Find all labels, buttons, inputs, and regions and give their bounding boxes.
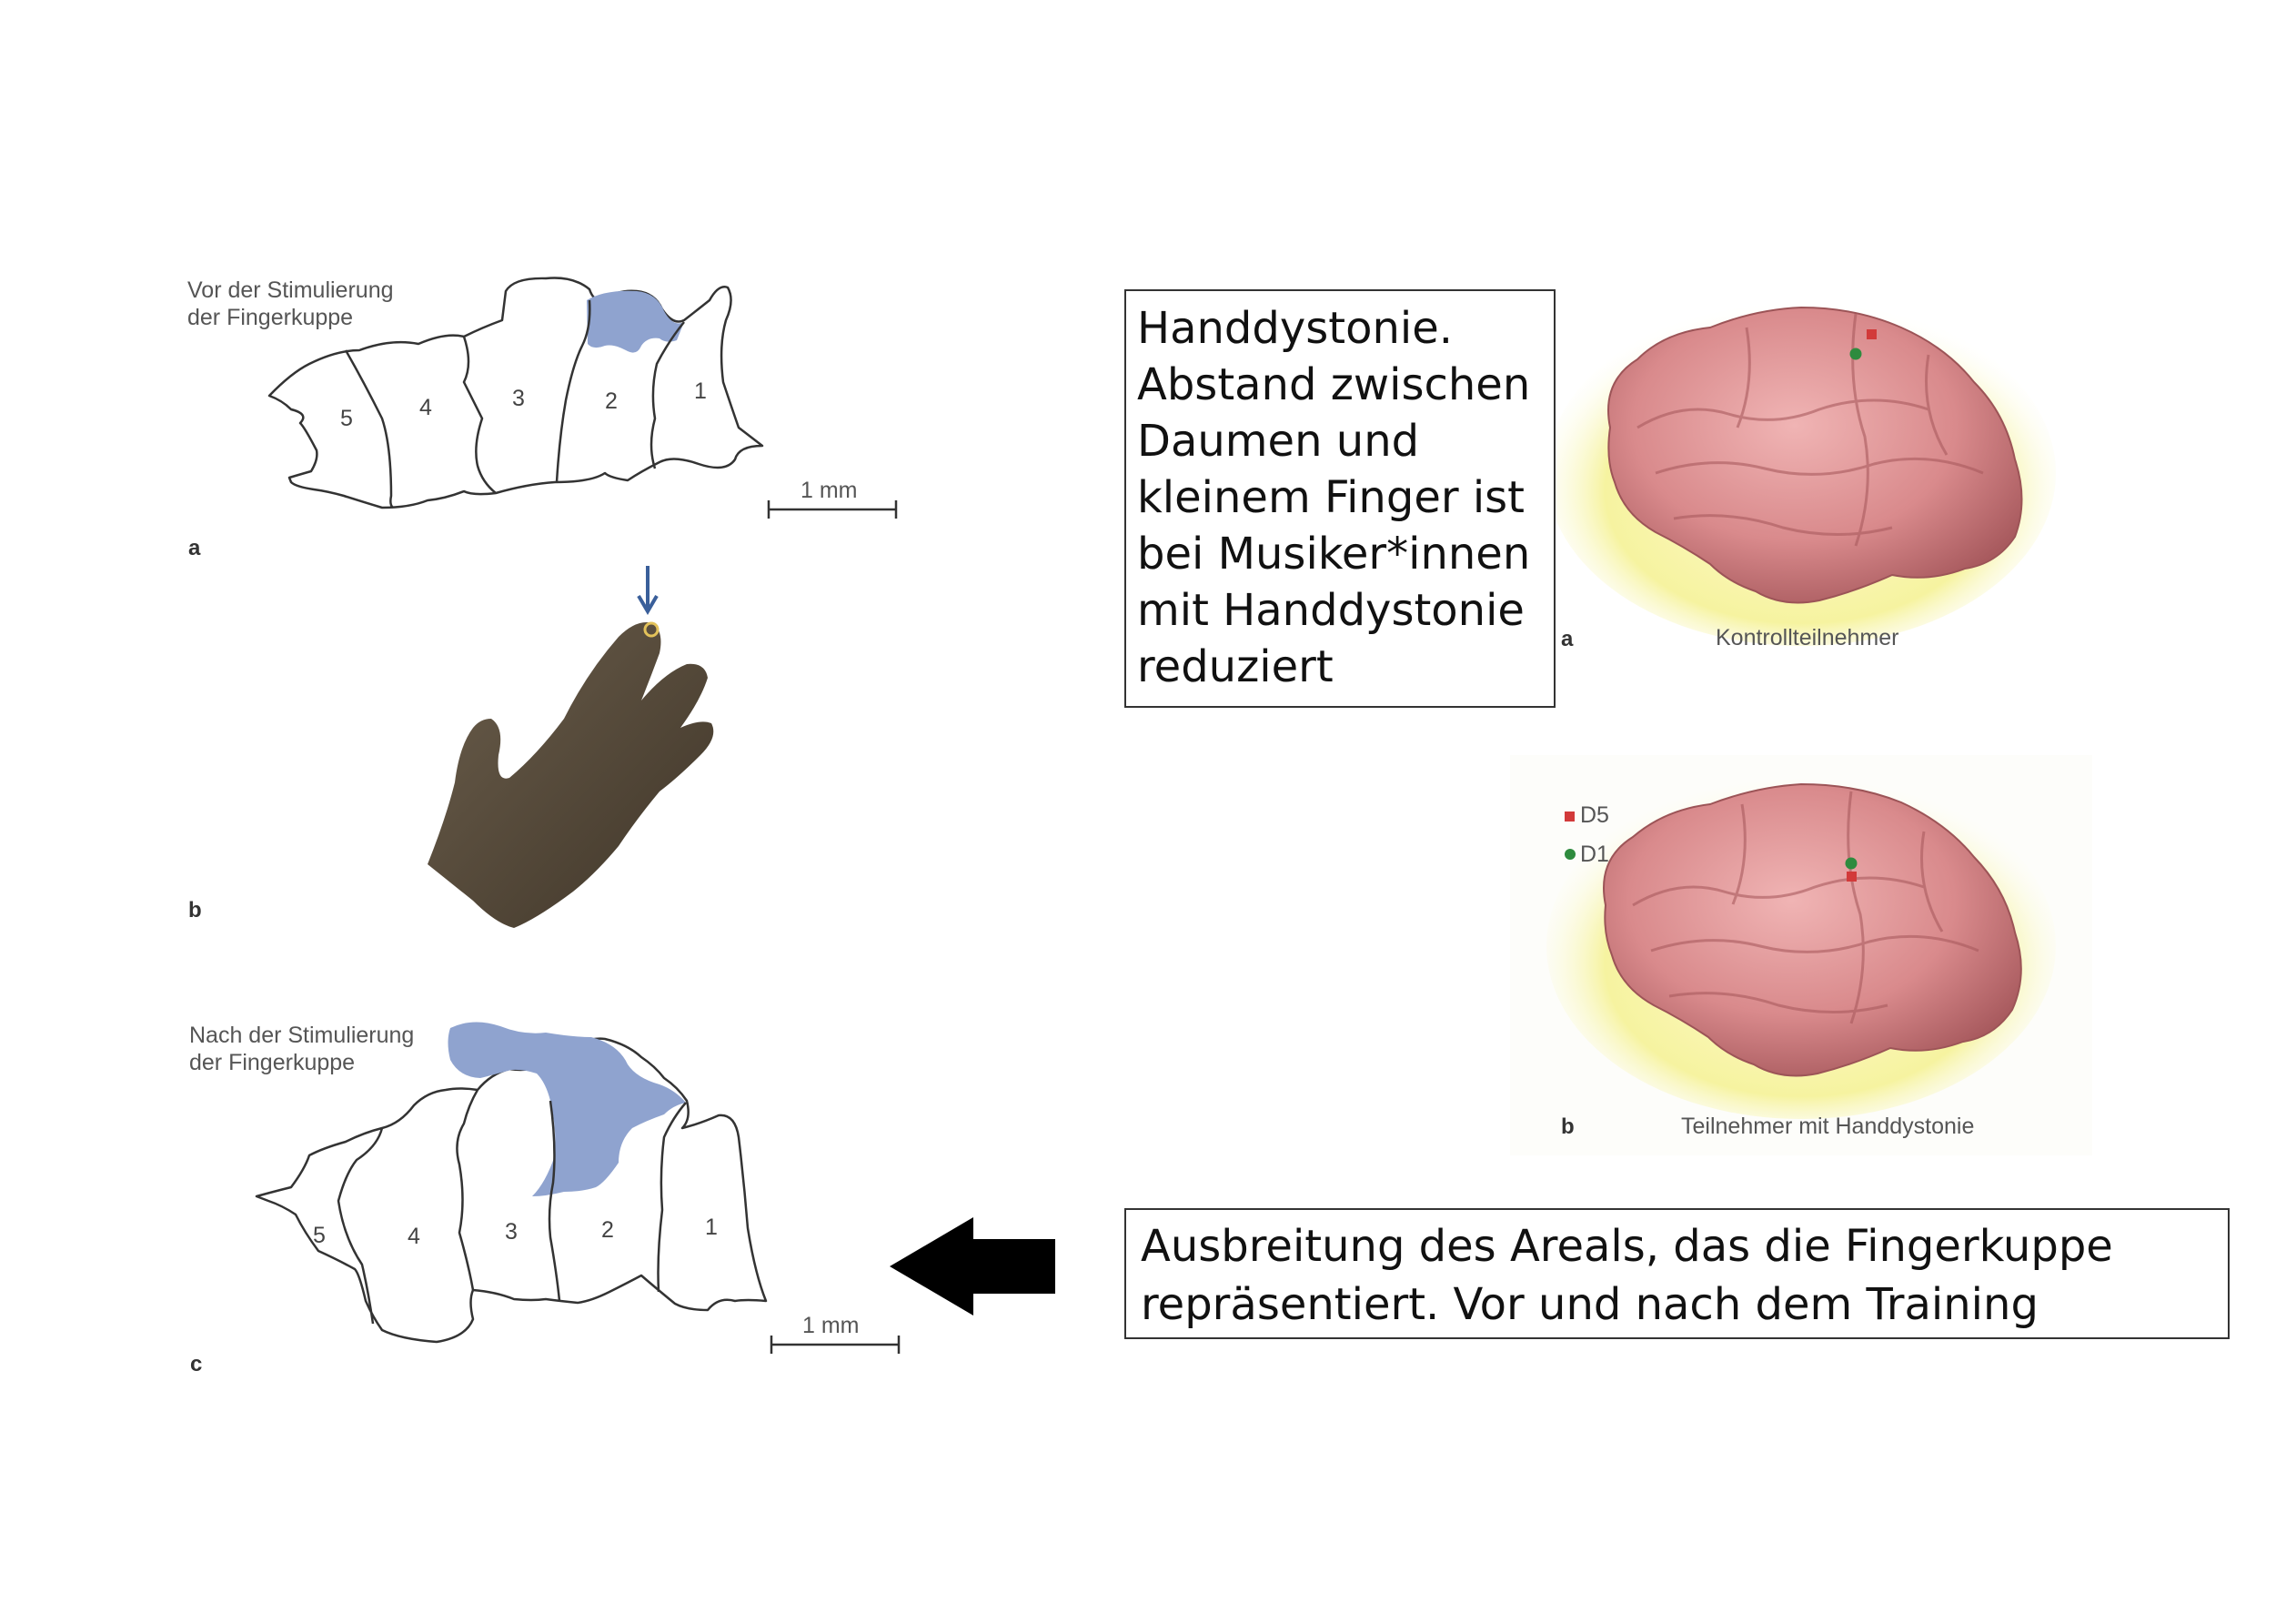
panel-a-stimulated-area [587, 290, 684, 353]
dystonia-caption-line: Handdystonie. [1137, 303, 1454, 354]
panel-a-border-2-1 [650, 321, 685, 469]
panel-c-digit-2: 2 [601, 1217, 614, 1243]
expansion-caption-box: Ausbreitung des Areals, das die Fingerku… [1124, 1208, 2230, 1339]
panel-a-digit-2: 2 [605, 388, 618, 414]
dystonia-caption-line: kleinem Finger ist [1137, 472, 1525, 523]
brain-a-gyri [1636, 313, 1984, 547]
panel-a-title-line2: der Fingerkuppe [187, 305, 353, 330]
brain-b-icon [1603, 782, 2022, 1077]
panel-c-digit-4: 4 [408, 1224, 420, 1249]
dystonia-caption-line: mit Handdystonie [1137, 585, 1525, 636]
panel-a-digit-4: 4 [419, 395, 432, 420]
panel-c-letter: c [190, 1352, 202, 1376]
panel-c-cortex-map: Nach der Stimulierung der Fingerkuppe 5 … [189, 1022, 901, 1376]
legend-d1-label: D1 [1580, 842, 1609, 867]
dystonia-caption-box: Handdystonie. Abstand zwischen Daumen un… [1124, 289, 1556, 708]
legend-d1-swatch [1565, 849, 1576, 860]
panel-a-digit-3: 3 [512, 386, 525, 411]
brain-a-icon [1607, 306, 2023, 604]
brain-b-d5-marker [1847, 872, 1857, 882]
panel-c-title-line1: Nach der Stimulierung [189, 1023, 414, 1048]
panel-c-border-4-3 [456, 1089, 479, 1291]
panel-a-digit-1: 1 [694, 378, 707, 404]
panel-b-letter: b [188, 898, 202, 922]
panel-c-border-2-1 [657, 1102, 687, 1293]
panel-c-scale-label: 1 mm [802, 1313, 860, 1338]
panel-c-digit-5: 5 [313, 1223, 326, 1248]
panel-a-scale-label: 1 mm [801, 478, 858, 503]
brain-b-d1-marker [1845, 857, 1858, 870]
brain-a-d5-marker [1867, 329, 1877, 339]
brain-a-figure: a Kontrollteilnehmer [1546, 300, 2056, 651]
panel-a-digit-5: 5 [340, 406, 353, 431]
panel-c-stimulated-area [448, 1022, 686, 1196]
panel-a-cortex-map: Vor der Stimulierung der Fingerkuppe 5 4… [187, 277, 898, 560]
brain-legend: D5 D1 [1565, 802, 1609, 867]
panel-a-border-3-2 [555, 299, 591, 483]
panel-c-title-line2: der Fingerkuppe [189, 1050, 355, 1075]
dystonia-caption-line: reduziert [1137, 641, 1334, 692]
brain-b-label: Teilnehmer mit Handdystonie [1681, 1114, 1974, 1139]
expansion-caption-line: Ausbreitung des Areals, das die Fingerku… [1141, 1221, 2113, 1272]
expansion-caption-line: repräsentiert. Vor und nach dem Training [1141, 1279, 2039, 1330]
brain-a-label: Kontrollteilnehmer [1716, 625, 1899, 650]
hand-icon [428, 622, 714, 928]
panel-c-border-5-4 [337, 1127, 384, 1325]
dystonia-caption-line: Daumen und [1137, 416, 1420, 467]
panel-b-hand: b [188, 566, 714, 928]
legend-d5-swatch [1565, 812, 1575, 822]
dystonia-caption-line: bei Musiker*innen [1137, 529, 1531, 580]
brain-a-letter: a [1561, 627, 1574, 651]
panel-c-border-3-2 [548, 1100, 561, 1302]
panel-a-border-4-3 [462, 336, 497, 494]
panel-a-title-line1: Vor der Stimulierung [187, 277, 394, 303]
pointing-arrow-icon [890, 1217, 1055, 1316]
panel-c-scale-bar: 1 mm [770, 1313, 901, 1354]
panel-c-digit-3: 3 [505, 1219, 518, 1245]
brain-a-d1-marker [1849, 348, 1862, 360]
brain-b-gyri [1632, 791, 1979, 1024]
brain-b-letter: b [1561, 1114, 1575, 1139]
panel-a-border-5-4 [344, 349, 394, 509]
panel-a-scale-bar: 1 mm [767, 478, 898, 519]
fingertip-marker [643, 621, 660, 638]
panel-c-digit-1: 1 [705, 1215, 718, 1240]
panel-c-outline [255, 1037, 768, 1344]
panel-a-letter: a [188, 536, 201, 560]
legend-d5-label: D5 [1580, 802, 1609, 828]
dystonia-caption-line: Abstand zwischen [1137, 359, 1531, 410]
stimulation-arrow [637, 566, 659, 615]
brain-b-figure: D5 D1 b Teilnehmer mit Handdystonie [1510, 755, 2092, 1155]
